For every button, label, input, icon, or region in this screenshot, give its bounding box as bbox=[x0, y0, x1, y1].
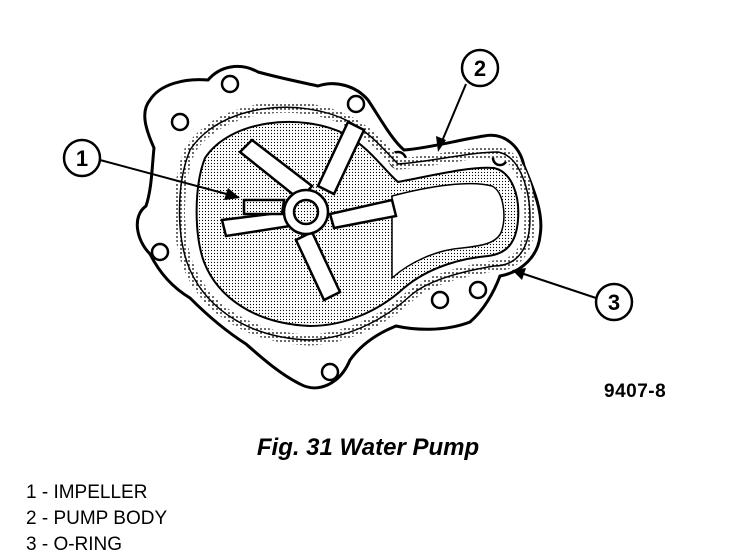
svg-text:3: 3 bbox=[608, 290, 620, 315]
legend-item-pump-body: 2 - PUMP BODY bbox=[26, 508, 168, 529]
legend-item-o-ring: 3 - O-RING bbox=[26, 534, 123, 555]
svg-text:2: 2 bbox=[474, 56, 486, 81]
svg-text:1: 1 bbox=[76, 146, 88, 171]
impeller bbox=[220, 120, 398, 302]
callout-3: 3 bbox=[594, 282, 634, 322]
leader-lines bbox=[99, 83, 597, 299]
parts-legend: 1 - IMPELLER 2 - PUMP BODY 3 - O-RING bbox=[26, 480, 167, 558]
legend-item-impeller: 1 - IMPELLER bbox=[26, 482, 148, 503]
figure-caption: Fig. 31 Water Pump bbox=[256, 434, 480, 461]
leader-arrowheads bbox=[224, 136, 526, 280]
figure-reference-code: 9407-8 bbox=[604, 381, 667, 402]
callout-1: 1 bbox=[62, 138, 102, 178]
callout-2: 2 bbox=[460, 48, 500, 88]
water-pump-diagram: 1 2 3 bbox=[62, 48, 634, 390]
